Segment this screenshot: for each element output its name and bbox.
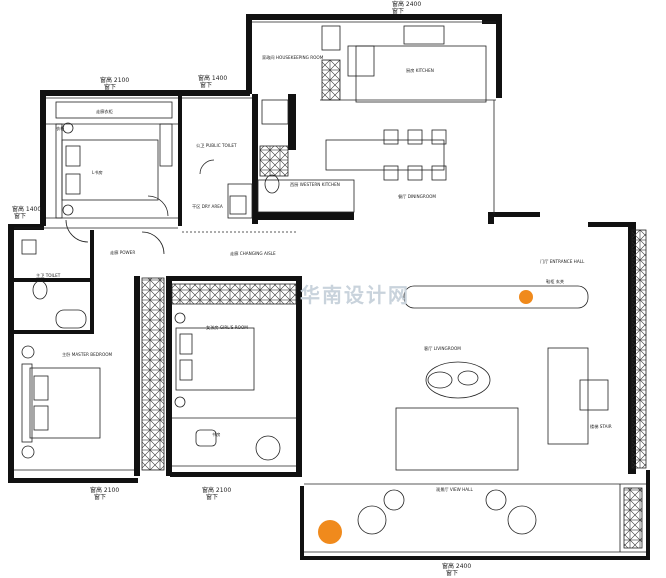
plants — [318, 290, 533, 544]
dim-left-top-a: 窗高 2100 — [100, 76, 129, 84]
plant-icon — [318, 520, 342, 544]
furniture — [21, 122, 609, 535]
dimension-labels: 窗高 2400 窗下 窗高 2100 窗下 窗高 1400 窗下 窗高 1400… — [12, 0, 471, 577]
room-girls-room: 女孩房 GIRL'S ROOM — [206, 324, 248, 331]
room-livingroom: 客厅 LIVINGROOM — [424, 345, 461, 352]
room-diningroom: 餐厅 DININGROOM — [398, 193, 436, 200]
room-public-toilet: 公卫 PUBLIC TOILET — [196, 143, 237, 148]
room-view-hall: 观景厅 VIEW HALL — [436, 487, 473, 493]
room-study-bottom: 书房 — [212, 431, 220, 438]
room-master-bedroom: 主卧 MASTER BEDROOM — [62, 351, 113, 358]
dim-left-mid-b: 窗下 — [14, 212, 26, 220]
room-power: 走廊 POWER — [110, 249, 135, 256]
watermark: 华南设计网 — [300, 283, 410, 307]
room-stair: 楼梯 STAIR — [590, 423, 612, 430]
room-changing-aisle: 走廊 CHANGING AISLE — [230, 250, 276, 257]
dim-bottom-left-b: 窗下 — [94, 493, 106, 501]
room-shoe: 鞋柜 玄关 — [546, 278, 564, 285]
dim-bottom-right-b: 窗下 — [446, 569, 458, 577]
room-western-kitchen: 西厨 WESTERN KITCHEN — [290, 182, 340, 188]
thin-lines — [14, 21, 646, 553]
dim-top-a: 窗高 2400 — [392, 0, 421, 8]
bed-study — [61, 139, 159, 201]
dim-left-mid-a: 窗高 1400 — [12, 205, 41, 213]
dim-bottom-mid-b: 窗下 — [206, 493, 218, 501]
bed-master — [29, 367, 101, 439]
dim-top-b: 窗下 — [392, 7, 404, 15]
room-kitchen: 厨房 KITCHEN — [406, 67, 434, 74]
room-study: L书房 — [92, 169, 103, 176]
room-housekeeping: 家政间 HOUSEKEEPING ROOM — [262, 54, 324, 61]
dim-bottom-left-a: 窗高 2100 — [90, 486, 119, 494]
dim-mid-top-b: 窗下 — [200, 81, 212, 89]
room-corridor-top: 走廊衣柜 — [96, 108, 113, 115]
plant-icon — [519, 290, 533, 304]
room-toilet: 主卫 TOILET — [36, 272, 61, 278]
dim-mid-top-a: 窗高 1400 — [198, 74, 227, 82]
dim-bottom-mid-a: 窗高 2100 — [202, 486, 231, 494]
room-entrance-hall: 门厅 ENTRANCE HALL — [540, 258, 585, 265]
bed-girl — [175, 327, 255, 391]
closets — [141, 59, 647, 549]
dim-left-top-b: 窗下 — [104, 83, 116, 91]
room-closet: 衣柜 — [56, 125, 64, 132]
dim-bottom-right-a: 窗高 2400 — [442, 562, 471, 570]
room-labels: 家政间 HOUSEKEEPING ROOM 厨房 KITCHEN 西厨 WEST… — [36, 54, 612, 493]
room-dry-area: 干区 DRY AREA — [192, 204, 223, 210]
